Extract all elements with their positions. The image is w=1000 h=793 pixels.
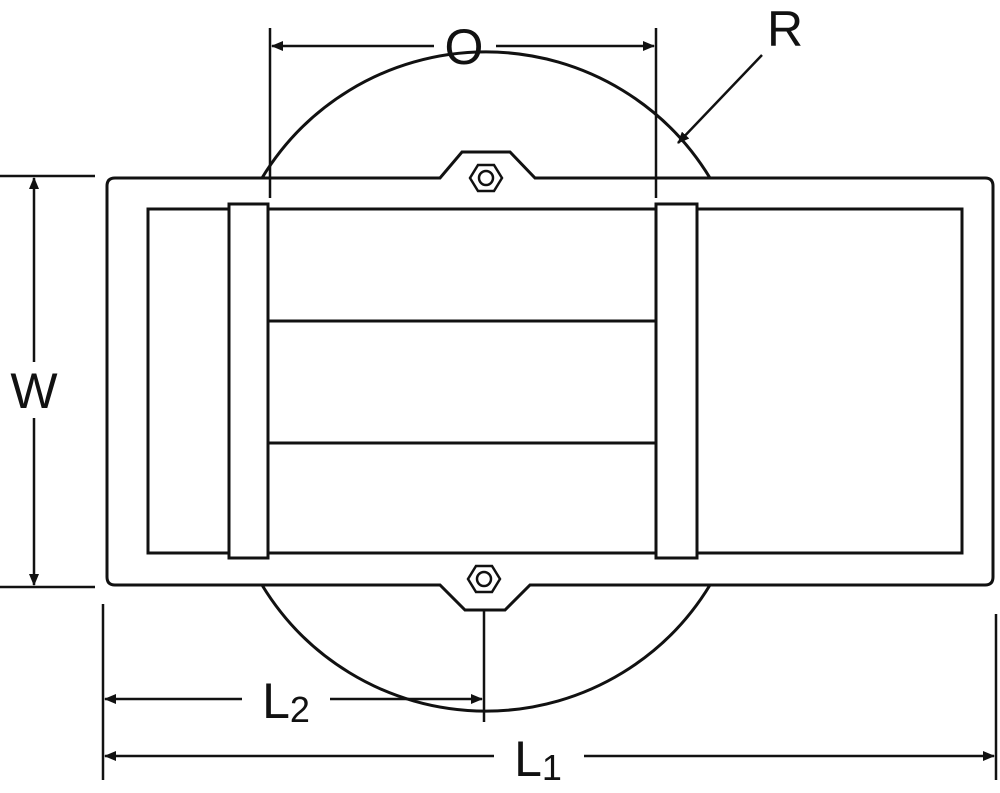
- dimension-r-label: R: [767, 1, 803, 57]
- round-base-bottom-arc: [260, 584, 712, 713]
- dimension-o-label: O: [445, 19, 484, 75]
- dimension-o: O: [268, 19, 658, 198]
- dimension-w: W: [0, 174, 95, 589]
- dimension-l2-label: L2: [262, 673, 310, 730]
- dimension-l1-label: L1: [514, 731, 562, 788]
- dimension-r: R: [677, 1, 803, 144]
- left-clamp-bar: [227, 202, 270, 560]
- dimension-l2: L2: [101, 604, 486, 780]
- dimension-l1: L1: [104, 614, 998, 788]
- outer-frame: [105, 150, 995, 612]
- dimension-w-label: W: [10, 363, 58, 419]
- right-clamp-bar: [654, 202, 699, 560]
- round-base-top-arc: [260, 50, 712, 179]
- bottom-hex-nut-icon: [466, 564, 502, 594]
- top-hex-nut-icon: [468, 163, 504, 193]
- inner-frame: [146, 207, 964, 555]
